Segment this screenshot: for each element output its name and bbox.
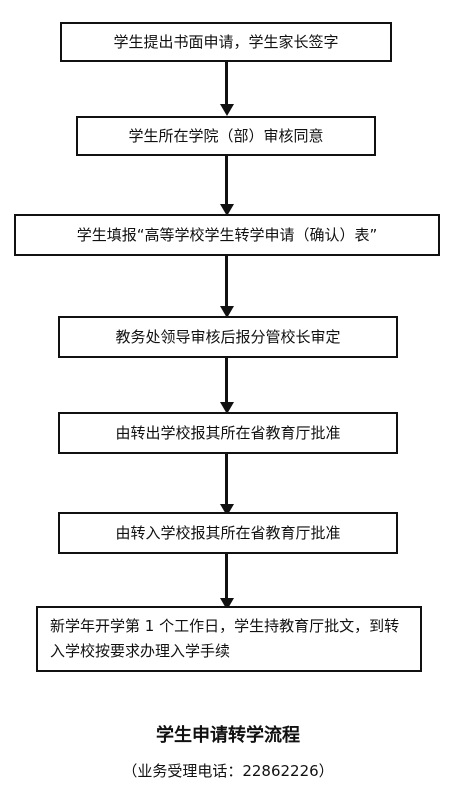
arrow-6-shaft [225, 554, 228, 600]
arrow-5-shaft [225, 454, 228, 506]
arrow-2-head [219, 204, 234, 216]
flow-step-4: 教务处领导审核后报分管校长审定 [58, 316, 398, 358]
arrow-1-shaft [225, 62, 228, 106]
flow-step-6-label: 由转入学校报其所在省教育厅批准 [115, 524, 341, 542]
flow-step-5: 由转出学校报其所在省教育厅批准 [58, 412, 398, 454]
flow-step-1: 学生提出书面申请，学生家长签字 [60, 22, 392, 62]
flow-step-2-label: 学生所在学院（部）审核同意 [128, 127, 324, 145]
arrow-3-head [219, 306, 234, 318]
flow-step-6: 由转入学校报其所在省教育厅批准 [58, 512, 398, 554]
contact-phone-note: （业务受理电话：22862226） [122, 762, 334, 780]
flow-step-3-label: 学生填报“高等学校学生转学申请（确认）表” [76, 226, 378, 244]
arrow-3-shaft [225, 256, 228, 308]
flow-step-2: 学生所在学院（部）审核同意 [76, 116, 376, 156]
diagram-title: 学生申请转学流程 [156, 725, 300, 746]
arrow-4-shaft [225, 358, 228, 404]
arrow-4-head [219, 402, 234, 414]
flow-step-4-label: 教务处领导审核后报分管校长审定 [115, 328, 341, 346]
flow-step-5-label: 由转出学校报其所在省教育厅批准 [115, 424, 341, 442]
flow-step-1-label: 学生提出书面申请，学生家长签字 [113, 33, 339, 51]
flow-step-7-label: 新学年开学第 1 个工作日，学生持教育厅批文，到转入学校按要求办理入学手续 [50, 617, 400, 660]
arrow-2-shaft [225, 156, 228, 206]
arrow-1-head [219, 104, 234, 116]
flow-step-3: 学生填报“高等学校学生转学申请（确认）表” [14, 214, 440, 256]
flow-step-7: 新学年开学第 1 个工作日，学生持教育厅批文，到转入学校按要求办理入学手续 [36, 606, 422, 672]
